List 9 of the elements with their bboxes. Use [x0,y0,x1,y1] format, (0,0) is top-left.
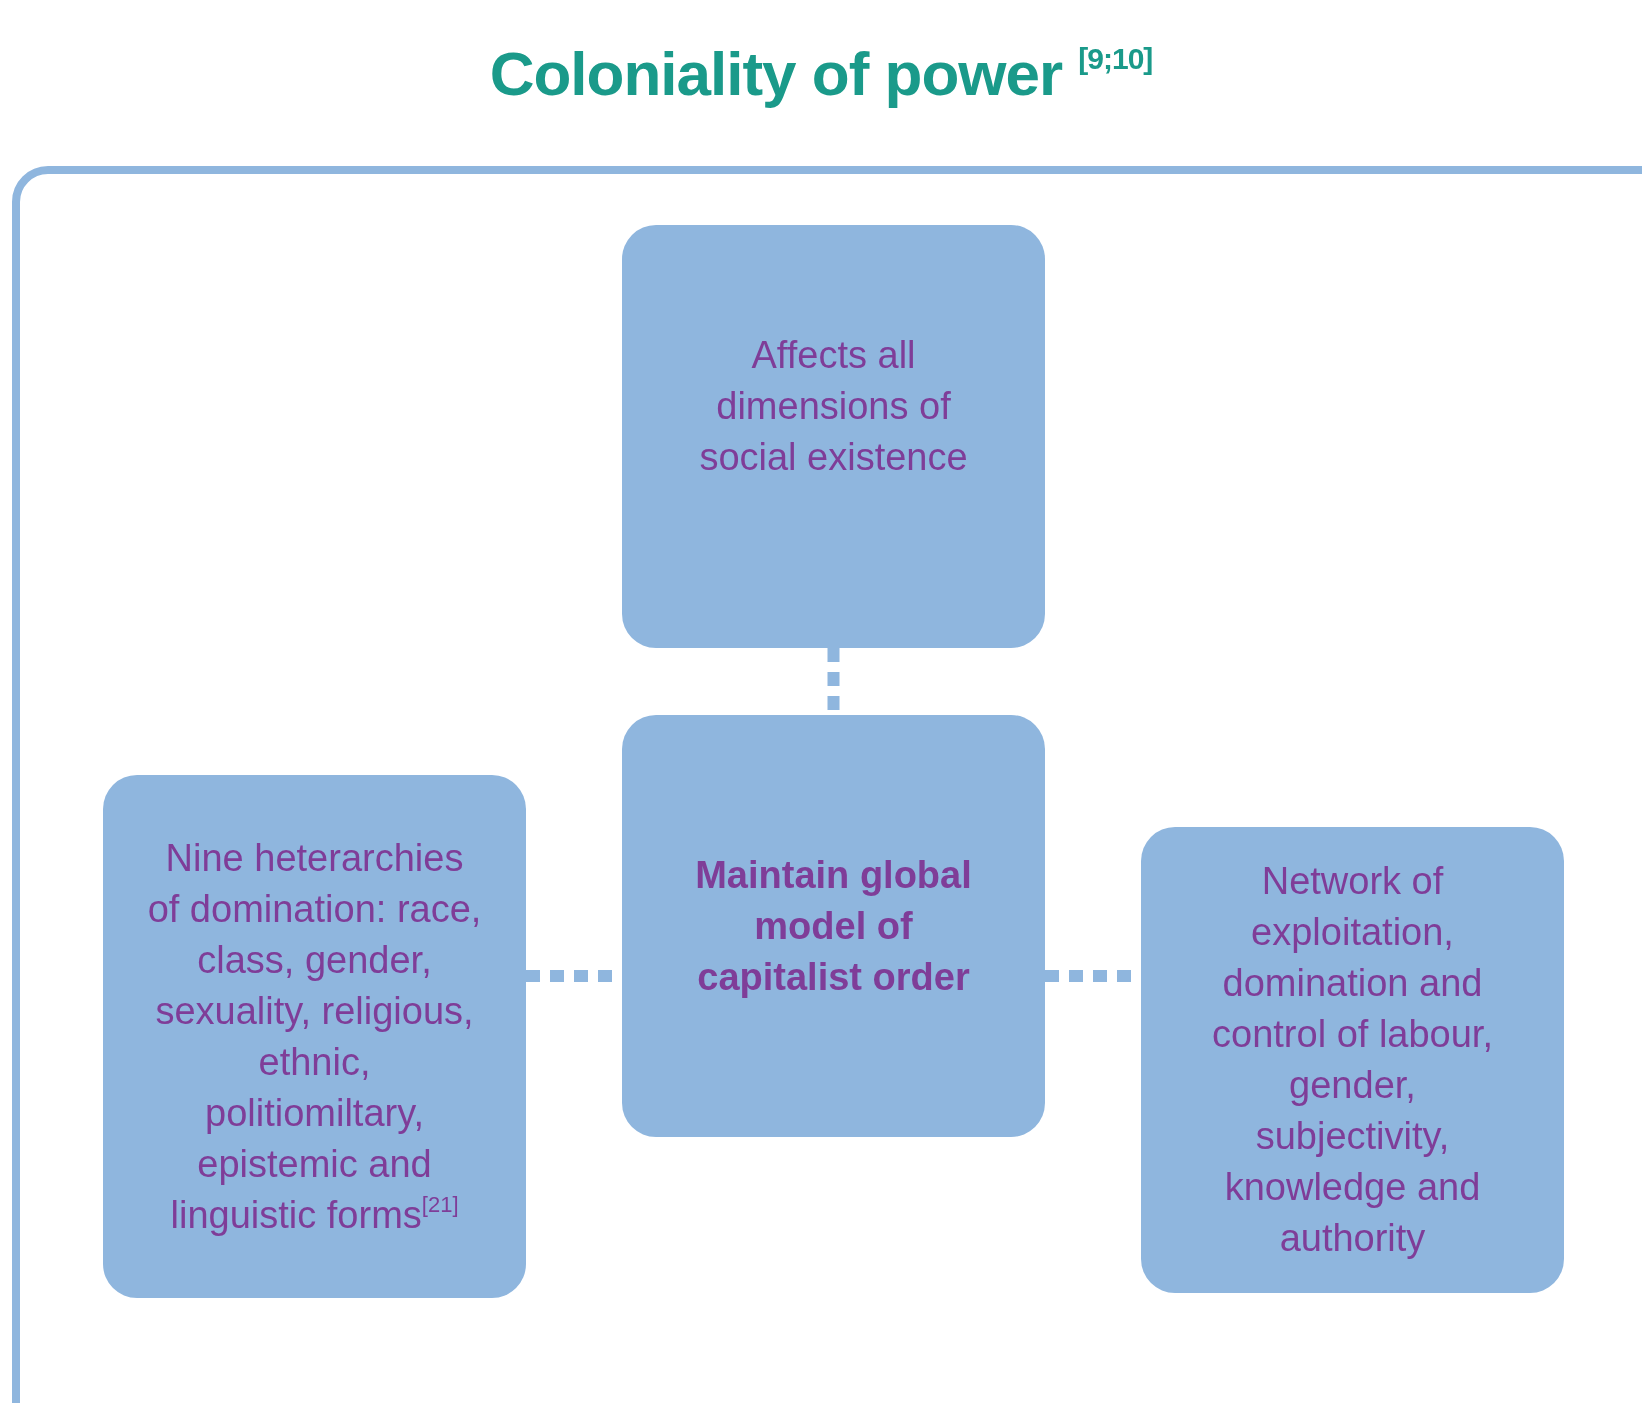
box-text: Network of exploitation, domination and control of labour, gender, subjectivity, knowledge and authority [1211,859,1494,1261]
rounded-box [622,225,1045,648]
diagram-title: Coloniality of power $^{[9;10]}$ [489,38,1153,109]
rounded-box [103,775,526,1298]
box-text: Affects all dimensions of social existence [698,333,969,480]
rounded-box [622,715,1045,1137]
box-text: Nine heterarchies of domination: race, class, gender, sexuality, religious, ethnic, politiomiltary, epistemic and linguistic forms$^{[21]}$ [146,835,483,1238]
box-text: Maintain global model of capitalist order [694,852,973,1000]
rounded-box [1141,827,1564,1293]
